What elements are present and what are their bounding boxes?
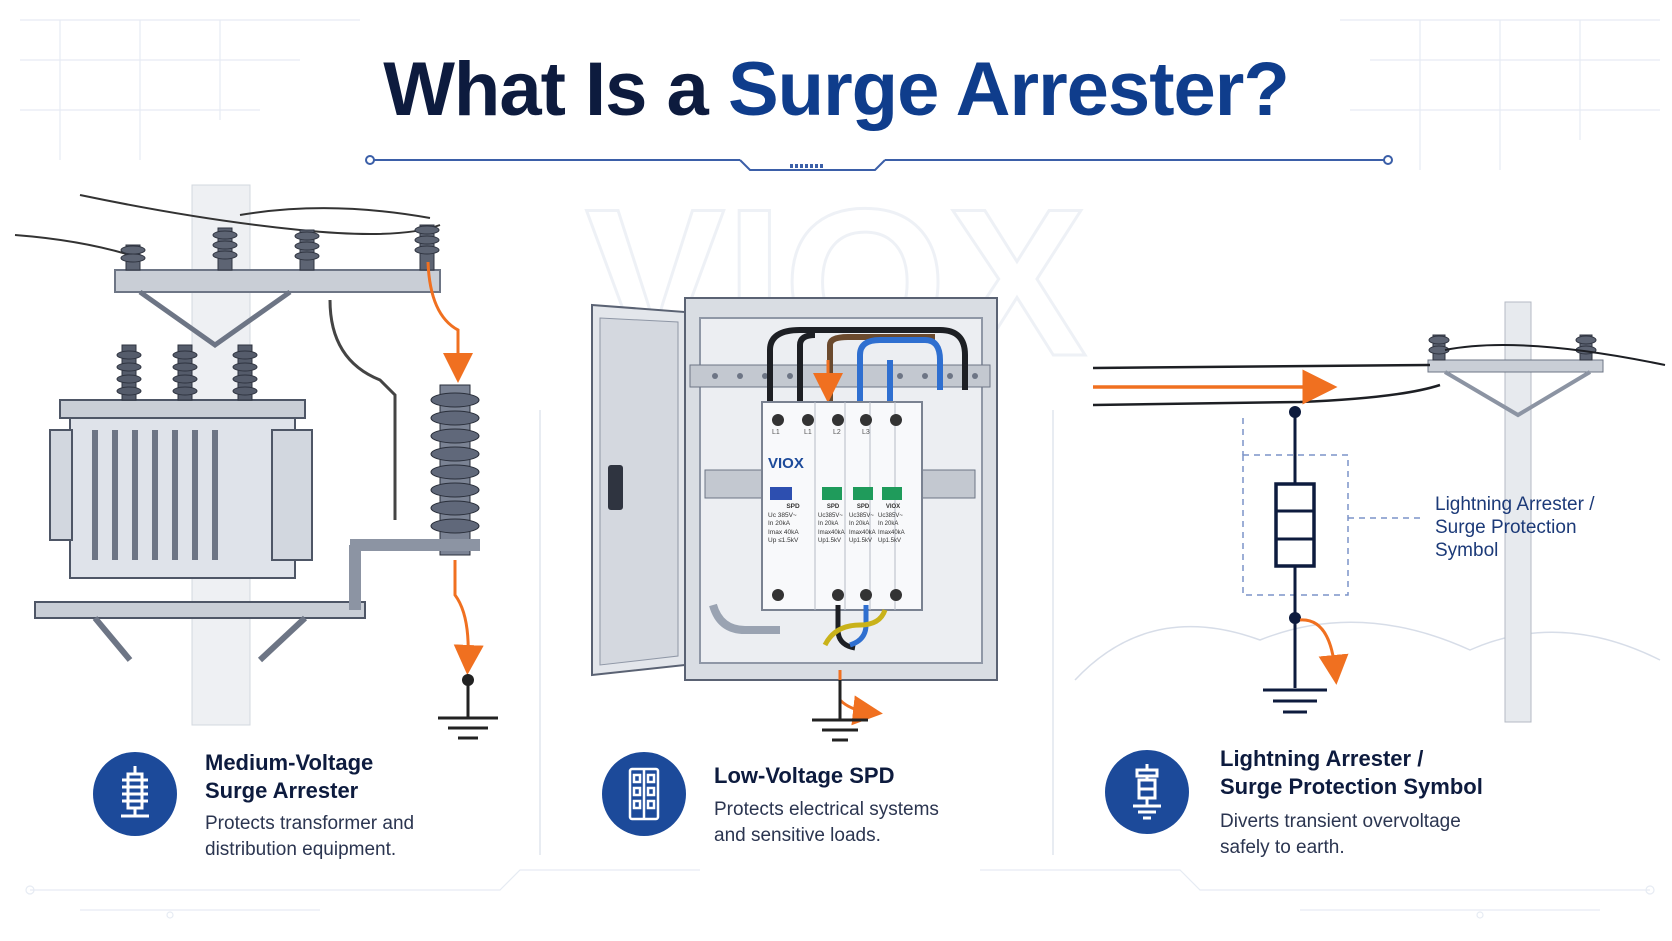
spd-module-3-spec4: Up1.5kV: [849, 538, 873, 544]
caption-3-title: Lightning Arrester / Surge Protection Sy…: [1220, 745, 1483, 801]
spd-module-3-spec2: In 20kA: [849, 521, 870, 527]
caption-1-desc-line-2: distribution equipment.: [205, 839, 397, 860]
caption-2-desc: Protects electrical systems and sensitiv…: [714, 797, 939, 849]
spd-module-3-type: SPD: [856, 504, 870, 510]
ground-arrester-icon: [1105, 750, 1189, 834]
spd-module-1: SPD Uc 385V~ In 20kA Imax 40kA Up ≤1.5kV: [768, 503, 818, 546]
spd-module-3-spec1: Uc385V~: [849, 512, 874, 519]
spd-module-2-spec3: Imax40kA: [818, 529, 845, 536]
spd-module-1-spec4: Up ≤1.5kV: [768, 537, 799, 544]
symbol-label-line-2: Surge Protection: [1435, 517, 1577, 538]
symbol-label-line-1: Lightning Arrester /: [1435, 494, 1595, 515]
spd-module-4-spec2: In 20kA: [878, 521, 899, 527]
arrester-icon: [93, 752, 177, 836]
symbol-label: Lightning Arrester / Surge Protection Sy…: [1435, 493, 1594, 562]
spd-label-1: L1: [772, 429, 780, 436]
caption-2-desc-line-1: Protects electrical systems: [714, 799, 939, 820]
title-underline: [365, 155, 1393, 171]
page-title: What Is a Surge Arrester?: [0, 52, 1672, 128]
caption-1-title-line-2: Surge Arrester: [205, 778, 359, 803]
symbol-label-line-3: Symbol: [1435, 540, 1499, 561]
spd-module-4-type: VIOX: [885, 504, 901, 510]
spd-module-2-spec2: In 20kA: [818, 521, 839, 527]
mv-arrester-illustration: [14, 184, 498, 740]
spd-brand: VIOX: [768, 455, 804, 472]
caption-3-title-line-2: Surge Protection Symbol: [1220, 774, 1483, 799]
spd-module-4-spec3: Imax40kA: [878, 529, 905, 536]
spd-module-1-spec1: Uc 385V~: [768, 511, 797, 519]
spd-module-3-spec3: Imax40kA: [849, 529, 876, 536]
caption-2-desc-line-2: and sensitive loads.: [714, 825, 881, 846]
spd-module-1-spec3: Imax 40kA: [768, 528, 799, 536]
caption-3-desc: Diverts transient overvoltage safely to …: [1220, 809, 1461, 861]
spd-module-1-type: SPD: [786, 503, 800, 510]
caption-1-title: Medium-Voltage Surge Arrester: [205, 749, 373, 805]
spd-module-2-spec4: Up1.5kV: [818, 538, 842, 544]
title-part-1: What Is a: [383, 47, 709, 132]
caption-3-title-line-1: Lightning Arrester /: [1220, 746, 1424, 771]
spd-module-icon: [602, 752, 686, 836]
spd-module-4-spec1: Uc385V~: [878, 512, 903, 519]
spd-module-4-spec4: Up1.5kV: [878, 538, 902, 544]
spd-label-4: L3: [862, 429, 870, 436]
caption-2-title: Low-Voltage SPD: [714, 762, 895, 790]
spd-module-2-type: SPD: [826, 504, 840, 510]
caption-1-desc-line-1: Protects transformer and: [205, 813, 415, 834]
spd-label-2: L1: [804, 429, 812, 436]
lv-spd-illustration: [591, 297, 998, 742]
caption-3-desc-line-1: Diverts transient overvoltage: [1220, 811, 1461, 832]
title-part-2: Surge Arrester?: [727, 47, 1290, 132]
caption-1-title-line-1: Medium-Voltage: [205, 750, 374, 775]
caption-2-title-line-1: Low-Voltage SPD: [714, 763, 895, 788]
spd-module-2: SPD Uc385V~ In 20kA Imax40kA Up1.5kV: [818, 503, 848, 546]
spd-label-3: L2: [833, 429, 841, 436]
spd-module-4: VIOX Uc385V~ In 20kA Imax40kA Up1.5kV: [878, 503, 908, 546]
spd-module-3: SPD Uc385V~ In 20kA Imax40kA Up1.5kV: [849, 503, 877, 546]
arrester-symbol-illustration: [1074, 301, 1666, 723]
caption-3-desc-line-2: safely to earth.: [1220, 837, 1345, 858]
spd-module-1-spec2: In 20kA: [768, 520, 791, 527]
caption-1-desc: Protects transformer and distribution eq…: [205, 811, 414, 863]
spd-module-2-spec1: Uc385V~: [818, 512, 843, 519]
